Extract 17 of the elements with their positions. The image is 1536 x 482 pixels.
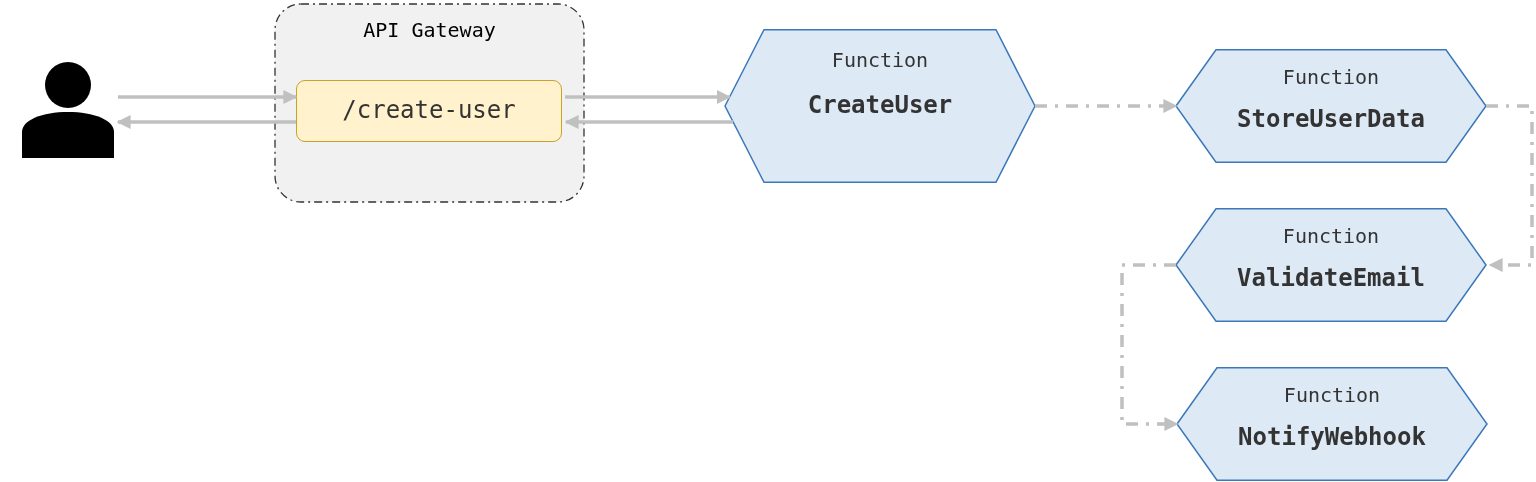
arrow bbox=[118, 90, 298, 104]
function-name: StoreUserData bbox=[1237, 105, 1425, 133]
arrow bbox=[1120, 263, 1179, 431]
group-title: API Gateway bbox=[362, 18, 497, 42]
function-name: NotifyWebhook bbox=[1238, 423, 1426, 451]
route-box: /create-user bbox=[296, 80, 562, 142]
function-name: ValidateEmail bbox=[1237, 264, 1425, 292]
function-name: CreateUser bbox=[807, 91, 953, 119]
arrow bbox=[116, 115, 296, 129]
function-type-label: Function bbox=[1282, 65, 1380, 89]
function-type-label: Function bbox=[1282, 224, 1380, 248]
arrow bbox=[564, 115, 734, 129]
arrow bbox=[1035, 99, 1178, 113]
arrow bbox=[565, 90, 731, 104]
function-type-label: Function bbox=[1283, 383, 1381, 407]
function-type-label: Function bbox=[831, 48, 929, 72]
arrow bbox=[1486, 104, 1534, 272]
